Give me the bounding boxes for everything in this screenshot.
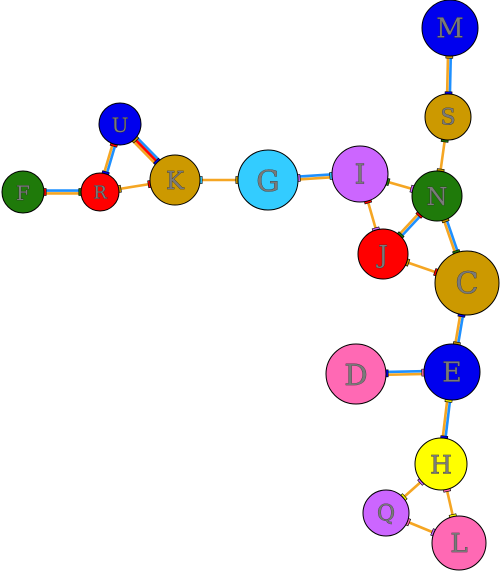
node-label: S <box>440 106 455 131</box>
node-circle[interactable] <box>362 489 410 537</box>
node-J[interactable]: J <box>357 228 409 280</box>
node-N[interactable]: N <box>411 170 463 222</box>
node-circle[interactable] <box>98 102 142 146</box>
node-label: G <box>256 164 279 198</box>
node-circle[interactable] <box>1 170 45 214</box>
node-circle[interactable] <box>331 145 389 203</box>
node-label: L <box>450 529 467 559</box>
node-label: I <box>355 160 366 191</box>
node-label: C <box>456 267 479 302</box>
node-circle[interactable] <box>237 149 299 211</box>
node-circle[interactable] <box>421 0 479 57</box>
node-circle[interactable] <box>149 154 201 206</box>
node-circle[interactable] <box>411 170 463 222</box>
node-circle[interactable] <box>424 93 472 141</box>
node-C[interactable]: C <box>434 250 500 316</box>
node-M[interactable]: M <box>421 0 479 57</box>
node-circle[interactable] <box>434 250 500 316</box>
node-label: Q <box>377 502 395 527</box>
node-U[interactable]: U <box>98 102 142 146</box>
node-label: R <box>93 183 107 204</box>
node-label: D <box>344 358 367 392</box>
node-H[interactable]: H <box>414 437 468 491</box>
node-label: E <box>442 358 462 389</box>
node-F[interactable]: F <box>1 170 45 214</box>
node-label: J <box>375 241 388 269</box>
node-G[interactable]: G <box>237 149 299 211</box>
node-R[interactable]: R <box>80 172 120 212</box>
node-Q[interactable]: Q <box>362 489 410 537</box>
node-circle[interactable] <box>325 343 387 405</box>
node-label: M <box>436 14 464 45</box>
node-K[interactable]: K <box>149 154 201 206</box>
node-label: H <box>430 451 452 480</box>
node-label: N <box>427 183 448 211</box>
node-E[interactable]: E <box>423 343 481 401</box>
node-S[interactable]: S <box>424 93 472 141</box>
edges-layer <box>23 27 470 545</box>
node-I[interactable]: I <box>331 145 389 203</box>
node-circle[interactable] <box>414 437 468 491</box>
node-label: K <box>166 167 185 195</box>
node-circle[interactable] <box>80 172 120 212</box>
node-D[interactable]: D <box>325 343 387 405</box>
node-circle[interactable] <box>357 228 409 280</box>
node-label: U <box>112 113 129 137</box>
node-L[interactable]: L <box>431 515 487 571</box>
node-circle[interactable] <box>431 515 487 571</box>
node-label: F <box>16 181 30 205</box>
node-circle[interactable] <box>423 343 481 401</box>
